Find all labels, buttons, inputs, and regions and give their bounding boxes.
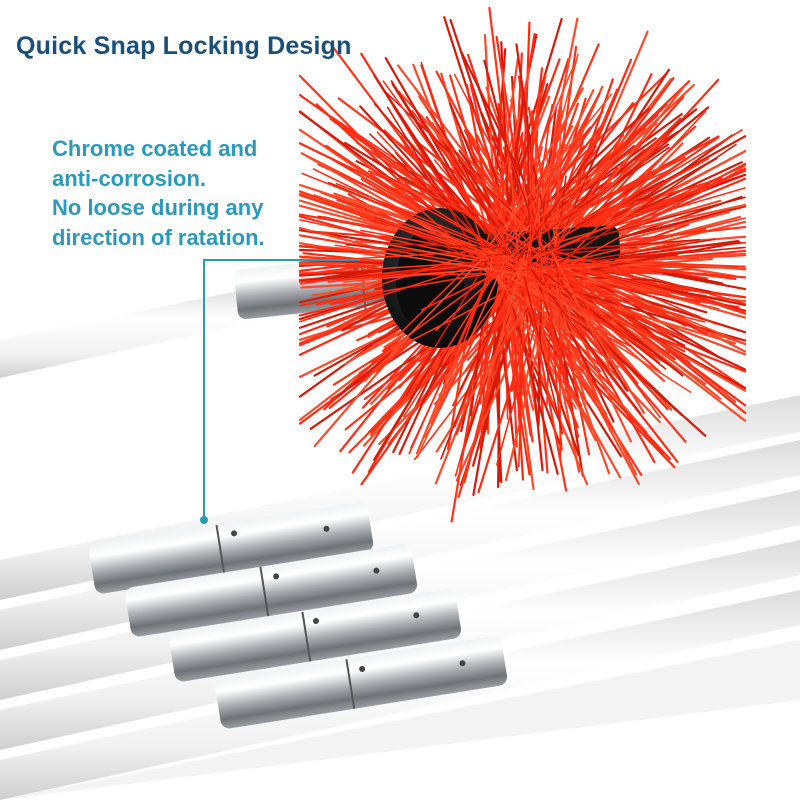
- feature-callout: Chrome coated and anti-corrosion. No loo…: [52, 134, 265, 252]
- red-brush-bristles-front: [299, 53, 746, 477]
- callout-line: No loose during any: [52, 195, 264, 220]
- callout-dot: [200, 516, 208, 524]
- callout-leader: [200, 259, 360, 524]
- upper-rod: [0, 286, 270, 378]
- chrome-ferrules: [89, 502, 508, 729]
- callout-line: direction of ratation.: [52, 224, 265, 250]
- callout-line: Chrome coated and: [52, 136, 258, 161]
- headline: Quick Snap Locking Design: [16, 32, 352, 60]
- callout-line: anti-corrosion.: [52, 165, 207, 191]
